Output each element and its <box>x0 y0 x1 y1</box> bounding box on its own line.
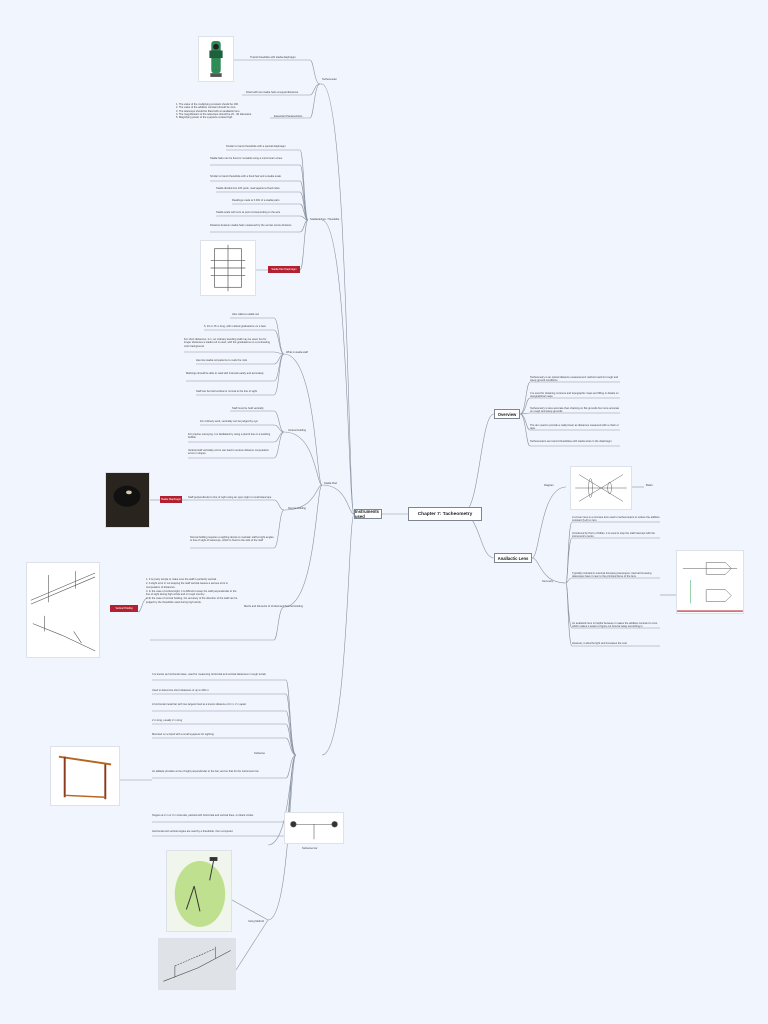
theodolite-leaf: Stadia scale with zero at point correspo… <box>216 211 281 214</box>
topic-what-is-stadia-staff[interactable]: What is stadia staff <box>286 351 308 354</box>
eyepiece-tag: Stadia Diaphragm <box>160 496 182 503</box>
overview-leaf: Tacheometry is less accurate than chaini… <box>530 407 620 414</box>
char-item: 1. The value of the multiplying constant… <box>176 103 239 106</box>
anallactic-leaf: A convex lens is a concave lens used in … <box>572 516 660 523</box>
anallactic-diagram-image[interactable] <box>570 466 632 510</box>
vertical-holding-leaf: For precise surveying, it is facilitated… <box>188 433 271 440</box>
theodolite-leaf: Distance between stadia hairs measured b… <box>210 224 292 227</box>
topic-diagram[interactable]: Diagram <box>544 484 554 487</box>
subtense-leaf: An alidade provides a line of sight perp… <box>152 770 259 773</box>
topic-normal-holding[interactable]: Normal Holding <box>288 507 306 510</box>
subtense-leaf: Horizontal and vertical angles are read … <box>152 830 233 833</box>
anallactic-leaf: Typically included in external focussing… <box>572 572 652 579</box>
topic-tacheometer[interactable]: Tacheometer <box>322 78 337 81</box>
stadia-what-leaf: Staff can be held vertical or normal to … <box>196 390 258 393</box>
theodolite-leaf: Readings made to 0.001 of a stadia parts <box>232 199 280 202</box>
stadia-hair-diaphragm-tag: Stadia Hair Diaphragm <box>268 266 300 273</box>
char-item: 2. The value of the additive constant sh… <box>176 106 237 110</box>
theodolite-leaf: Stadia hairs can be fixed or movable usi… <box>210 157 283 160</box>
anallactic-leaf: However, it absorbs light and increases … <box>572 642 627 645</box>
theodolite-leaf: Similar to transit theodolite with a fix… <box>210 175 281 178</box>
theodolite-leaf: Similar to transit theodolite with a spe… <box>226 145 286 148</box>
stadia-what-leaf: 5, 10 or 15 m long, with marked graduati… <box>204 325 266 328</box>
overview-leaf: It is used for obtaining contours and to… <box>530 392 619 399</box>
stadia-what-leaf: Has two stadia red patterns to mark the … <box>196 359 248 362</box>
subtense-bar-diagram[interactable] <box>284 812 344 844</box>
branch-overview[interactable]: Overview <box>494 409 520 419</box>
stadia-what-leaf: Markings should be able to read with int… <box>186 372 264 375</box>
eyepiece-photo[interactable] <box>105 472 150 528</box>
merit-item: 1. It is pretty simple to make sure the … <box>146 578 217 581</box>
topic-bullet[interactable]: Bullet <box>646 484 653 487</box>
anallactic-leaf: Introduced by Porro of Milan, it is used… <box>572 532 655 539</box>
branch-anallactic-lens[interactable]: Anallactic Lens <box>494 553 532 563</box>
topic-vertical-holding[interactable]: Vertical Holding <box>288 429 307 432</box>
subtense-leaf: 2 m long, usually 2 m long <box>152 719 183 722</box>
tacheometer-characteristics-list: 1. The value of the multiplying constant… <box>176 103 268 119</box>
topic-merits-demerits[interactable]: Merits and Demerits of Vertical and Norm… <box>244 605 303 608</box>
subtense-leaf: Used to determine short distances of up … <box>152 689 209 692</box>
focusing-telescope-image[interactable] <box>676 550 744 614</box>
tacheometer-instrument-image[interactable] <box>198 36 234 82</box>
subtense-leaf: Targets at 2 m or 3 m intervals, painted… <box>152 814 254 817</box>
topic-stadia-rod[interactable]: Stadia Rod <box>324 482 337 485</box>
stadia-what-leaf: Also called a stadia rod <box>232 313 259 316</box>
merit-item: 2. A slight error in not keeping the sta… <box>146 582 229 589</box>
stadia-what-leaf: For short distances, 3 m, an ordinary le… <box>184 338 270 348</box>
tacheometer-transit: Transit theodolite with stadia diaphragm <box>250 56 296 59</box>
field-survey-photo[interactable] <box>166 850 232 932</box>
overview-leaf: Tacheometry is an optical distance measu… <box>530 376 619 383</box>
subtense-bar-image[interactable] <box>50 746 120 806</box>
subtense-leaf: Mounted on a tripod with a small eyepiec… <box>152 733 214 736</box>
overview-leaf: Tacheometers are transit theodolites wit… <box>530 440 612 443</box>
vertical-holding-leaf: For ordinary work, verticality can be ju… <box>200 420 258 423</box>
anallactic-leaf: An anallactic lens is helpful because it… <box>572 622 658 629</box>
vertical-holding-tag: Vertical Holding <box>110 605 138 612</box>
merit-item: 3. In the case of vertical sight, it is … <box>146 589 237 597</box>
central-topic[interactable]: Chapter 7: Tacheometry <box>408 507 482 521</box>
char-item: 5. Magnifying power of the eyepiece at l… <box>176 116 233 120</box>
theodolite-leaf: Stadia divided into 100 parts, read agai… <box>216 187 280 190</box>
vertical-holding-leaf: Staff must be held vertically <box>232 407 264 410</box>
overview-leaf: The aim used to provide a really linear … <box>530 424 619 431</box>
topic-summary[interactable]: Summary <box>542 580 554 583</box>
topic-using-method[interactable]: Using Method <box>248 920 265 923</box>
vertical-holding-leaf: Vertical staff verticality errors can le… <box>188 449 269 456</box>
using-method-diagram[interactable] <box>158 938 236 990</box>
char-item: 4. The magnification of the telescope sh… <box>176 112 252 116</box>
stadia-diaphragm-image[interactable] <box>200 240 256 296</box>
tacheometer-characteristics-label: Essential Characteristics <box>274 115 303 118</box>
holding-diagram-image[interactable] <box>26 562 100 658</box>
subtense-leaf: A horizontal metal bar with two targets … <box>152 703 246 706</box>
branch-instruments-used[interactable]: Instruments used <box>354 509 382 519</box>
topic-subtense[interactable]: Subtense <box>254 752 265 755</box>
subtense-leaf: It is known as horizontal stave, used fo… <box>152 673 267 676</box>
merit-item: 4. In the case of normal holding, the ac… <box>146 597 238 604</box>
normal-holding-leaf: Staff perpendicular to line of sight usi… <box>188 496 272 499</box>
topic-subtense-bar[interactable]: Subtense bar <box>302 847 318 850</box>
normal-holding-leaf: Normal holding requires a sighting devic… <box>190 536 274 543</box>
topic-stadia-theodolite[interactable]: Stadia/tacheo. Theodolite <box>310 218 340 221</box>
tacheometer-fitted: Fitted with two stadia hairs at equal di… <box>246 91 299 94</box>
merits-list: 1. It is pretty simple to make sure the … <box>146 578 240 604</box>
char-item: 3. The telescope should be fitted with a… <box>176 109 241 113</box>
